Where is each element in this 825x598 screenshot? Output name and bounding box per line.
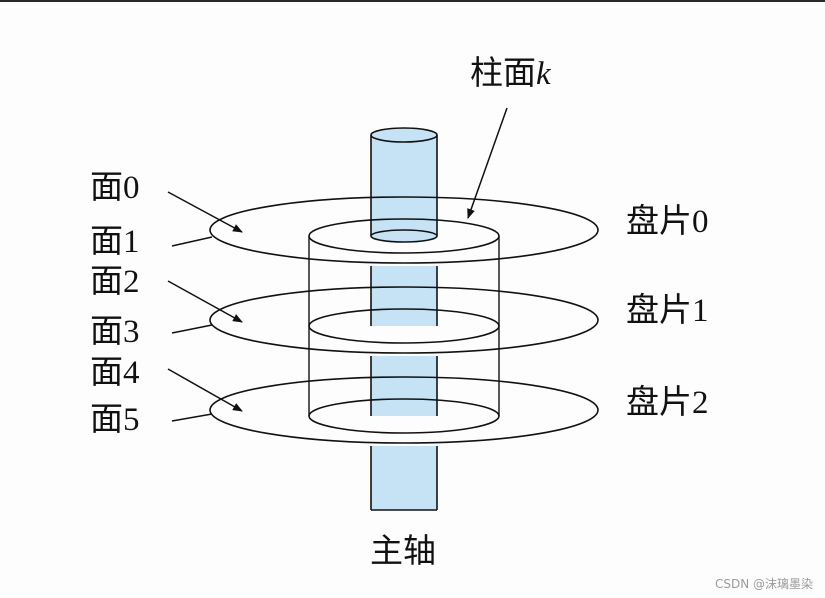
label-cylinder: 柱面k [470,55,552,92]
label-surface-4: 面4 [90,355,140,391]
leader-surface-4 [167,368,243,412]
label-platter-1: 盘片1 [626,292,709,329]
spindle-mid-segment-1 [370,266,438,326]
platter-0 [209,196,599,264]
platter-2 [209,376,599,444]
leader-surface-0 [167,191,243,233]
label-surface-0: 面0 [90,170,140,206]
label-surface-2: 面2 [90,264,140,300]
leader-surface-5 [171,413,213,422]
spindle-bottom-segment [370,446,438,511]
label-platter-2: 盘片2 [626,384,709,421]
label-platter-0: 盘片0 [626,203,709,240]
top-border [0,0,825,2]
watermark: CSDN @沫璃墨染 [714,577,813,591]
leader-surface-2 [167,280,243,323]
leader-surface-3 [171,324,213,334]
label-surface-1: 面1 [90,224,140,260]
spindle [370,127,438,511]
platter-labels: 盘片0 盘片1 盘片2 [626,203,709,421]
surface-labels: 面0 面1 面2 面3 面4 面5 [90,170,140,438]
spindle-mid-segment-2 [370,356,438,416]
leader-surface-1 [171,236,213,247]
surface-leaders [167,107,508,422]
leader-cylinder [467,107,508,219]
label-surface-5: 面5 [90,402,140,438]
label-surface-3: 面3 [90,314,140,350]
platter-1 [209,286,599,354]
label-spindle: 主轴 [370,533,436,570]
